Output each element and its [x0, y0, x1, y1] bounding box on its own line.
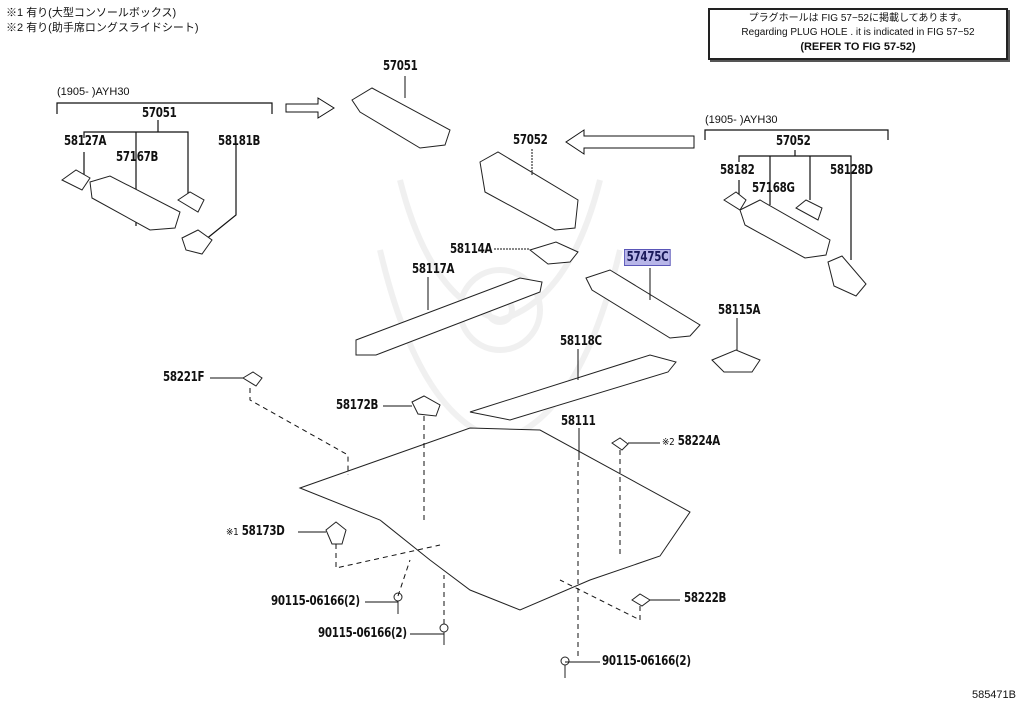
part-label-58117A[interactable]: 58117A	[412, 262, 455, 277]
part-label-58114A[interactable]: 58114A	[450, 242, 493, 257]
part-label-58221F[interactable]: 58221F	[163, 370, 205, 385]
part-label-58172B[interactable]: 58172B	[336, 398, 379, 413]
part-58115A-shape	[711, 349, 761, 373]
part-label-58224A[interactable]: ※2 58224A	[662, 434, 720, 449]
part-label-58128D[interactable]: 58128D	[830, 163, 873, 178]
part-label-bolt-3[interactable]: 90115-06166(2)	[602, 654, 691, 669]
part-58181B-shape	[181, 229, 213, 255]
part-58117A-shape	[355, 277, 543, 356]
note-1: ※1 有り(大型コンソールボックス)	[6, 6, 176, 20]
part-58182-shape	[723, 191, 747, 211]
note-mark-1: ※1	[226, 527, 239, 538]
left-group-range: (1905- )AYH30	[57, 86, 130, 98]
part-58224A-shape	[611, 437, 629, 451]
part-label-57051[interactable]: 57051	[383, 59, 418, 74]
part-label-57052[interactable]: 57052	[513, 133, 548, 148]
note-mark: ※1	[6, 7, 24, 19]
assembly-lines	[249, 388, 641, 660]
arrow-right-icon	[285, 97, 335, 119]
reference-link[interactable]: (REFER TO FIG 57-52)	[800, 41, 916, 53]
part-label-bolt-2[interactable]: 90115-06166(2)	[318, 626, 407, 641]
part-label-58115A[interactable]: 58115A	[718, 303, 761, 318]
part-label-58222B[interactable]: 58222B	[684, 591, 727, 606]
part-57051-top-shape	[351, 87, 451, 149]
note-mark-2: ※2	[662, 437, 675, 448]
part-label-57051-assembly[interactable]: 57051	[142, 106, 177, 121]
part-58114A-shape	[528, 241, 579, 265]
part-58172B-shape	[411, 395, 441, 417]
part-label-58118C[interactable]: 58118C	[560, 334, 602, 349]
part-57168G-assembly-shape	[739, 199, 831, 259]
part-label-57168G[interactable]: 57168G	[752, 181, 795, 196]
part-label-58182[interactable]: 58182	[720, 163, 755, 178]
reference-line-en: Regarding PLUG HOLE . it is indicated in…	[741, 27, 975, 38]
part-label-58181B[interactable]: 58181B	[218, 134, 261, 149]
part-label-58111[interactable]: 58111	[561, 414, 596, 429]
part-57167B-shape	[177, 191, 205, 213]
part-58222B-shape	[631, 593, 651, 607]
part-58221F-shape	[242, 371, 263, 387]
note-text: 有り(助手席ロングスライドシート)	[26, 22, 199, 34]
right-group-bracket	[704, 129, 889, 260]
reference-line-jp: プラグホールは FIG 57−52に掲載してあります。	[748, 13, 968, 24]
arrow-left-icon	[565, 129, 695, 155]
reference-box: プラグホールは FIG 57−52に掲載してあります。 Regarding PL…	[708, 8, 1008, 60]
figure-id: 585471B	[971, 689, 1016, 701]
part-58128D-shape	[827, 255, 867, 297]
part-58127A-shape	[61, 169, 91, 191]
part-label-58173D[interactable]: ※1 58173D	[226, 524, 285, 539]
part-58111-floor-shape	[298, 427, 691, 611]
note-text: 有り(大型コンソールボックス)	[26, 7, 177, 19]
part-label-58127A[interactable]: 58127A	[64, 134, 107, 149]
part-number: 58173D	[241, 524, 285, 539]
part-57475C-shape	[585, 269, 701, 339]
part-label-bolt-1[interactable]: 90115-06166(2)	[271, 594, 360, 609]
part-label-57052-assembly[interactable]: 57052	[776, 134, 811, 149]
bolts	[393, 592, 570, 678]
part-58118C-shape	[469, 354, 677, 421]
right-group-range: (1905- )AYH30	[705, 114, 778, 126]
note-mark: ※2	[6, 22, 24, 34]
part-label-57475C-highlighted[interactable]: 57475C	[624, 249, 672, 266]
part-58173D-shape	[325, 521, 347, 545]
note-2: ※2 有り(助手席ロングスライドシート)	[6, 21, 199, 35]
left-group-bracket	[56, 102, 273, 241]
part-57052-shape	[479, 151, 579, 231]
part-57051-assembly-shape	[89, 175, 181, 231]
bolt-icon	[560, 656, 570, 678]
bolt-icon	[393, 592, 403, 614]
part-57168G-shape	[795, 199, 823, 221]
part-label-57167B[interactable]: 57167B	[116, 150, 159, 165]
part-number: 58224A	[677, 434, 720, 449]
